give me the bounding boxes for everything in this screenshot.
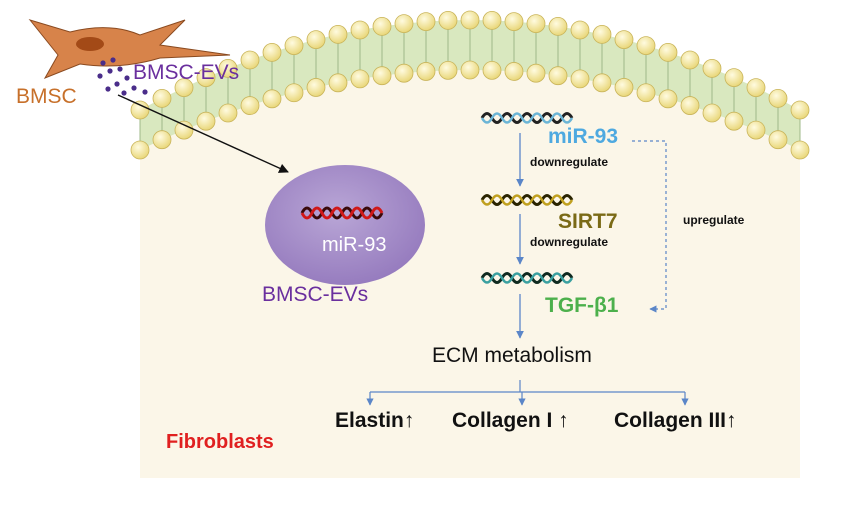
lipid-head [592,25,612,44]
lipid-head [482,60,502,80]
uptake-arrow [117,94,289,173]
lipid-head [416,62,436,81]
lipid-head [702,103,722,123]
lipid-head [724,68,744,87]
helix-sirt7 [480,194,574,206]
elastin-label: Elastin↑ [335,409,415,432]
lipid-head [130,140,150,160]
lipid-head [262,43,282,62]
lipid-head [636,36,656,55]
lipid-head [196,68,216,87]
lipid-head [724,111,744,131]
collagen-i-label: Collagen I ↑ [452,409,569,432]
lipid-head [394,14,414,34]
helix-tgfb1 [480,272,574,284]
ev-dots [97,57,148,96]
lipid-head [746,78,766,97]
edge-downregulate-1-label: downregulate [530,155,609,169]
lipid-head [306,30,326,49]
lipid-head [372,16,392,36]
lipid-head [416,12,436,32]
lipid-head [548,66,568,86]
lipid-head [504,12,524,32]
lipid-head [680,50,700,70]
lipid-head [768,89,788,108]
lipid-head [218,103,238,123]
lipid-head [614,30,634,49]
lipid-head [152,130,172,150]
node-mir93-label: miR-93 [548,125,619,148]
lipid-head [130,100,150,120]
cell-membrane [140,20,800,150]
lipid-head [284,83,304,103]
lipid-head [152,89,172,108]
bmsc-evs-outside-label: BMSC-EVs [133,61,240,84]
fibroblasts-label: Fibroblasts [166,431,274,453]
lipid-head [460,10,480,30]
lipid-head [350,69,370,89]
edge-downregulate-2-label: downregulate [530,235,609,249]
lipid-head [570,69,590,89]
lipid-head [526,14,546,34]
lipid-head [702,59,722,78]
lipid-head [592,73,612,93]
lipid-head [526,63,546,83]
lipid-head [328,25,348,44]
lipid-head [372,66,392,86]
feedback-dashed-arrow [632,140,667,313]
lipid-head [306,78,326,97]
lipid-head [438,10,458,30]
helix-mir93 [480,112,574,124]
lipid-head [328,73,348,93]
collagen-iii-label: Collagen III↑ [614,409,737,432]
lipid-head [284,36,304,55]
lipid-head [768,130,788,150]
helix-ev-mir93 [300,206,384,220]
cell-cytoplasm [140,70,800,478]
lipid-head [790,100,810,120]
lipid-head [658,43,678,62]
bmsc-cell-shape [28,19,231,79]
ev-cargo-mir93-label: miR-93 [322,234,387,256]
lipid-head [196,111,216,131]
lipid-heads [130,10,810,160]
bmsc-nucleus [76,37,104,51]
lipid-head [438,60,458,80]
lipid-head [504,62,524,81]
lipid-head [482,10,502,30]
lipid-head [680,96,700,115]
ecm-metabolism-label: ECM metabolism [432,344,592,367]
feedback-upregulate-label: upregulate [683,213,745,227]
lipid-head [614,78,634,97]
bmsc-evs-inside-label: BMSC-EVs [262,283,369,306]
lipid-head [240,96,260,115]
lipid-head [570,20,590,40]
lipid-head [174,78,194,97]
lipid-head [790,140,810,160]
lipid-head [746,120,766,140]
lipid-head [658,89,678,109]
lipid-head [394,63,414,83]
node-tgfb1-label: TGF-β1 [545,294,619,317]
lipid-head [636,83,656,103]
lipid-head [174,120,194,140]
node-sirt7-label: SIRT7 [558,210,618,233]
ev-vesicle [265,165,425,285]
lipid-head [218,59,238,78]
lipid-head [240,50,260,70]
lipid-head [350,20,370,40]
lipid-head [460,60,480,80]
bmsc-label: BMSC [16,85,77,108]
lipid-head [262,89,282,109]
lipid-head [548,16,568,36]
